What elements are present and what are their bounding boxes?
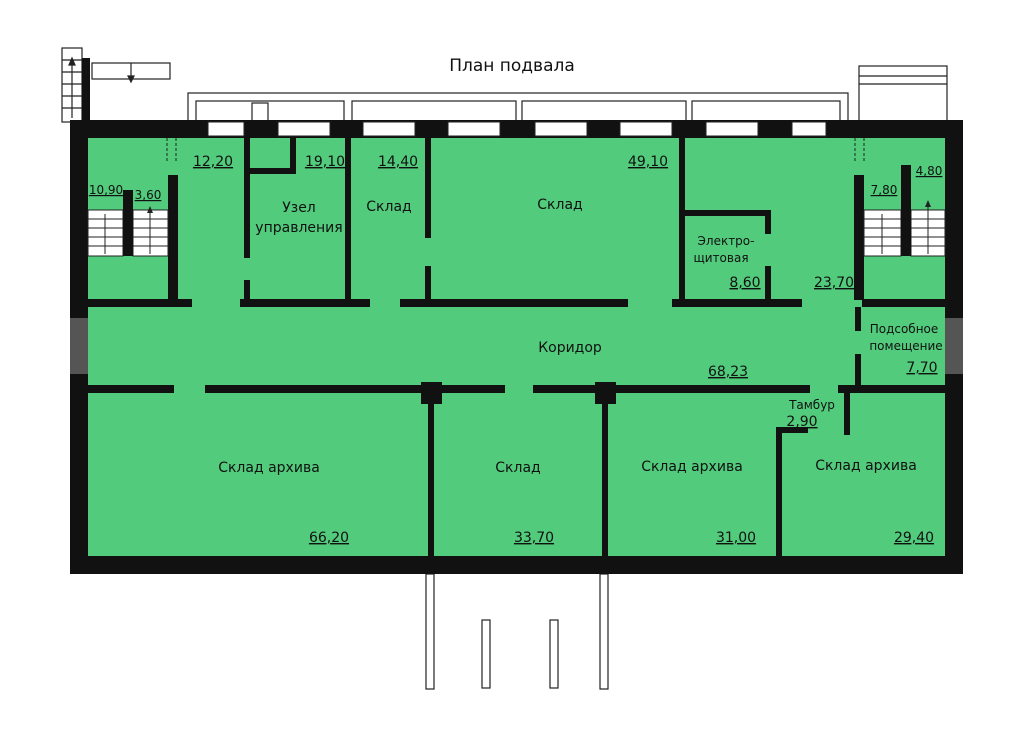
room-area: 68,23 (708, 364, 748, 380)
right-outer-block (858, 65, 948, 125)
right-stair-arrow-icon (925, 200, 931, 207)
room-name: Склад архива (641, 459, 743, 475)
room-area: 3,60 (135, 188, 162, 202)
plan-title: План подвала (449, 56, 575, 76)
room-area: 2,90 (786, 414, 817, 430)
room-name: управления (255, 220, 342, 236)
room-name: Коридор (538, 340, 602, 356)
right-entrance (945, 318, 963, 374)
room-area: 8,60 (729, 275, 760, 291)
room-area: 31,00 (716, 530, 756, 546)
room-name: Склад (366, 199, 411, 215)
left-entrance (70, 318, 88, 374)
room-area: 66,20 (309, 530, 349, 546)
left-inner-stairs (87, 209, 169, 257)
room-name: Склад (537, 197, 582, 213)
room-area: 49,10 (628, 154, 668, 170)
room-name: Подсобное (870, 322, 939, 336)
room-area: 29,40 (894, 530, 934, 546)
left-stair-divider (123, 190, 133, 256)
left-outer-stair-wall (82, 58, 90, 124)
left-stair-arrow-icon (147, 206, 153, 213)
right-inner-stairs (863, 206, 946, 257)
light-wells (187, 92, 849, 124)
stair-window-ticks (166, 138, 865, 162)
room-name: Склад архива (815, 458, 917, 474)
top-windows (207, 121, 827, 137)
room-name: Склад архива (218, 460, 320, 476)
room-area: 4,80 (916, 164, 943, 178)
left-outer-stair (61, 47, 171, 123)
right-stair-divider (901, 165, 911, 256)
room-name: помещение (869, 339, 942, 353)
room-name: Склад (495, 460, 540, 476)
room-area: 7,70 (906, 360, 937, 376)
room-area: 7,80 (871, 183, 898, 197)
room-labels: 10,90 3,60 12,20 19,10 Узел управления 1… (89, 154, 943, 546)
room-name: Узел (282, 200, 316, 216)
room-name: щитовая (693, 251, 748, 265)
bottom-ramps (425, 573, 609, 690)
room-area: 33,70 (514, 530, 554, 546)
room-area: 14,40 (378, 154, 418, 170)
room-area: 19,10 (305, 154, 345, 170)
room-area: 12,20 (193, 154, 233, 170)
room-name: Электро- (698, 234, 755, 248)
room-area: 23,70 (814, 275, 854, 291)
room-area: 10,90 (89, 183, 123, 197)
room-name: Тамбур (788, 398, 835, 412)
interior-walls (88, 138, 945, 556)
floor-area (88, 138, 945, 556)
